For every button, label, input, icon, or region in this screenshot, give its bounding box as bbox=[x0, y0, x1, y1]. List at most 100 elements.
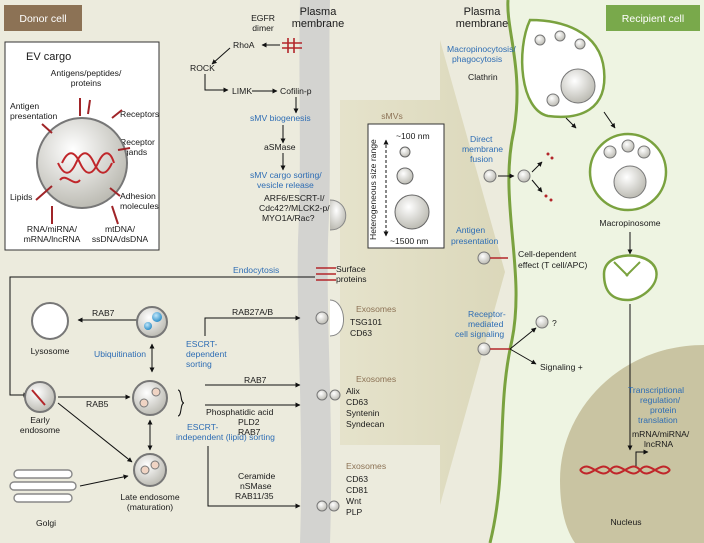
exosome-labels: Exosomes TSG101 CD63 Exosomes Alix CD63 … bbox=[346, 304, 396, 517]
mrna-1: mRNA/miRNA/ bbox=[632, 429, 690, 439]
ev-rl-1: Receptor bbox=[120, 137, 155, 147]
donor-header-text: Donor cell bbox=[19, 13, 66, 25]
exo2-m4: Syndecan bbox=[346, 419, 384, 429]
escrt-dep-2: dependent bbox=[186, 349, 227, 359]
exo1-m2: CD63 bbox=[350, 328, 372, 338]
smv-biogenesis: sMV biogenesis bbox=[250, 113, 311, 123]
pm-left-2: membrane bbox=[292, 18, 345, 30]
golgi bbox=[9, 469, 77, 503]
ev-rna-1: RNA/miRNA/ bbox=[27, 224, 78, 234]
exo3-m3: Wnt bbox=[346, 496, 362, 506]
egfr-receptor bbox=[282, 38, 302, 53]
receptor-1: Receptor- bbox=[468, 309, 506, 319]
lysosome-label: Lysosome bbox=[31, 346, 70, 356]
ubiquitination: Ubiquitination bbox=[94, 349, 146, 359]
transcription-4: translation bbox=[638, 415, 678, 425]
ev-antigens-2: proteins bbox=[71, 78, 102, 88]
mrna-2: lncRNA bbox=[644, 439, 673, 449]
exo3-m2: CD81 bbox=[346, 485, 368, 495]
pm-left-1: Plasma bbox=[300, 6, 338, 18]
rab5: RAB5 bbox=[86, 399, 109, 409]
asmase: aSMase bbox=[264, 142, 296, 152]
macropinosome-label: Macropinosome bbox=[599, 218, 660, 228]
exo3-m1: CD63 bbox=[346, 474, 368, 484]
exo3-m4: PLP bbox=[346, 507, 363, 517]
rab7-top: RAB7 bbox=[92, 308, 115, 318]
question-mark: ? bbox=[552, 318, 557, 328]
smv-factors-1: ARF6/ESCRT-I/ bbox=[264, 193, 325, 203]
phosphatidic: Phosphatidic acid bbox=[206, 407, 274, 417]
egfr-1: EGFR bbox=[251, 13, 275, 23]
smv-factors-3: MYO1A/Rac? bbox=[262, 213, 315, 223]
exo1-title: Exosomes bbox=[356, 304, 396, 314]
smvs-size-box: sMVs ~100 nm ~1500 nm Heterogeneous size… bbox=[367, 111, 445, 249]
surface-2: proteins bbox=[336, 274, 367, 284]
smv-sorting-1: sMV cargo sorting/ bbox=[250, 170, 322, 180]
rock: ROCK bbox=[190, 63, 215, 73]
rab11: RAB11/35 bbox=[235, 491, 274, 501]
lysosome bbox=[31, 302, 69, 340]
signaling: Signaling + bbox=[540, 362, 583, 372]
pm-right-1: Plasma bbox=[464, 6, 502, 18]
limk: LIMK bbox=[232, 86, 252, 96]
late-2: (maturation) bbox=[127, 502, 173, 512]
ev-vesicle bbox=[36, 117, 128, 209]
nucleus-label: Nucleus bbox=[610, 517, 641, 527]
recipient-uptake: Macropinocytosis/ phagocytosis Clathrin … bbox=[447, 18, 690, 527]
exo2-m2: CD63 bbox=[346, 397, 368, 407]
nucleus bbox=[560, 345, 704, 543]
exo2-m1: Alix bbox=[346, 386, 361, 396]
surface-1: Surface bbox=[336, 264, 366, 274]
ev-dna-2: ssDNA/dsDNA bbox=[92, 234, 149, 244]
egfr-2: dimer bbox=[252, 23, 274, 33]
antigen-1: Antigen bbox=[456, 225, 485, 235]
fusion-3: fusion bbox=[470, 154, 493, 164]
transcription-1: Transcriptional bbox=[628, 385, 684, 395]
receptor-3: cell signaling bbox=[455, 329, 504, 339]
early-1: Early bbox=[30, 415, 50, 425]
pm-right-2: membrane bbox=[456, 18, 509, 30]
ev-antigens-1: Antigens/peptides/ bbox=[51, 68, 122, 78]
endocytosis: Endocytosis bbox=[233, 265, 279, 275]
donor-header bbox=[4, 5, 82, 31]
ev-lipids: Lipids bbox=[10, 192, 32, 202]
exo1-m1: TSG101 bbox=[350, 317, 382, 327]
ceramide: Ceramide bbox=[238, 471, 275, 481]
transcription-3: protein bbox=[650, 405, 676, 415]
smvs-axis: Heterogeneous size range bbox=[368, 139, 378, 240]
escrt-dep-1: ESCRT- bbox=[186, 339, 217, 349]
smvs-large: ~1500 nm bbox=[390, 236, 428, 246]
exo2-m3: Syntenin bbox=[346, 408, 380, 418]
ev-receptors: Receptors bbox=[120, 109, 159, 119]
ev-dna-1: mtDNA/ bbox=[105, 224, 136, 234]
early-2: endosome bbox=[20, 425, 60, 435]
antigen-2: presentation bbox=[451, 236, 499, 246]
ev-cargo-title: EV cargo bbox=[26, 51, 71, 63]
ev-ap-2: presentation bbox=[10, 111, 58, 121]
escrt-indep-1: ESCRT- bbox=[187, 422, 218, 432]
escrt-dep-3: sorting bbox=[186, 359, 212, 369]
donor-plasma-membrane bbox=[297, 0, 332, 543]
golgi-label: Golgi bbox=[36, 518, 56, 528]
macro-2: phagocytosis bbox=[452, 54, 502, 64]
recipient-membrane bbox=[488, 0, 519, 543]
late-endosome bbox=[133, 453, 167, 487]
early-endosome bbox=[24, 381, 56, 413]
cofilin: Cofilin-p bbox=[280, 86, 312, 96]
smv-sorting-2: vesicle release bbox=[257, 180, 314, 190]
ev-rna-2: mRNA/lncRNA bbox=[24, 234, 81, 244]
pld2: PLD2 bbox=[238, 417, 260, 427]
rhoa: RhoA bbox=[233, 40, 255, 50]
smvs-title: sMVs bbox=[381, 111, 402, 121]
ev-cargo-box: EV cargo Antigens/peptides/ proteins Ant… bbox=[4, 41, 160, 251]
fused-macropinosome bbox=[602, 254, 658, 302]
exo3-title: Exosomes bbox=[346, 461, 386, 471]
late-1: Late endosome bbox=[120, 492, 179, 502]
fusion-2: membrane bbox=[462, 144, 503, 154]
transcription-2: regulation/ bbox=[640, 395, 681, 405]
cell-dep-1: Cell-dependent bbox=[518, 249, 577, 259]
ev-adh-1: Adhesion bbox=[120, 191, 156, 201]
smv-factors-2: Cdc42?/MLCK2-p/ bbox=[259, 203, 330, 213]
nsmase: nSMase bbox=[240, 481, 272, 491]
